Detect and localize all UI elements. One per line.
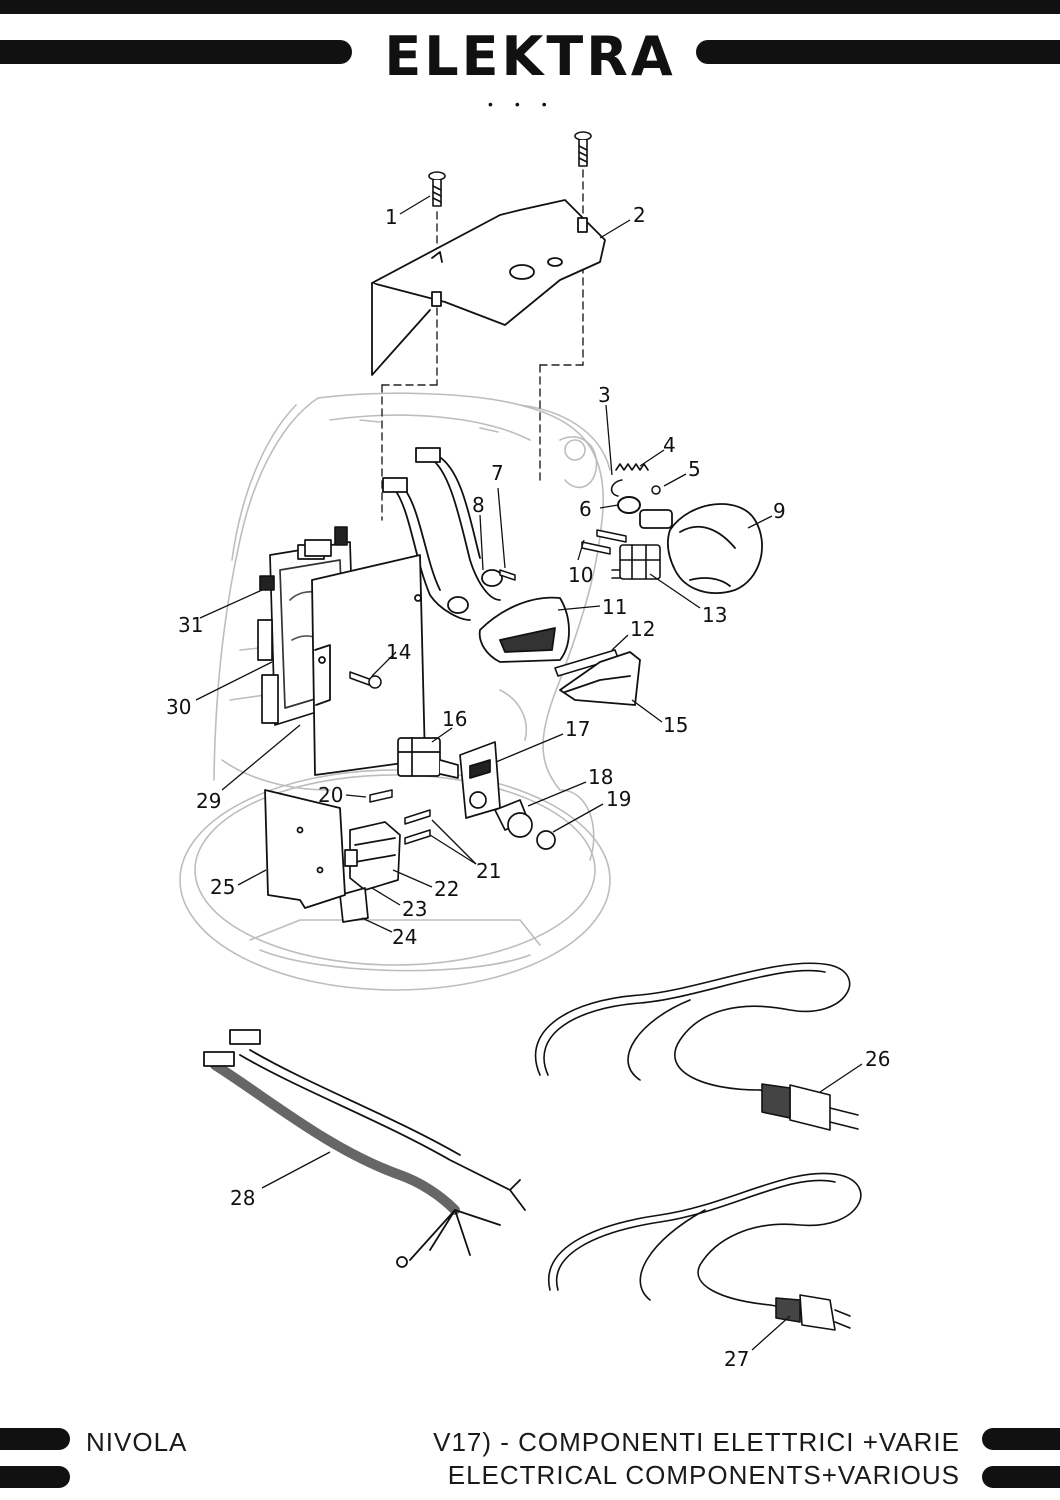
part-17-plate <box>459 741 501 819</box>
footer-left-bar-1 <box>0 1428 70 1450</box>
callout-4: 4 <box>663 433 676 457</box>
callout-26: 26 <box>865 1047 890 1071</box>
part-14-screw <box>349 671 382 689</box>
model-name: NIVOLA <box>86 1427 188 1457</box>
callout-31: 31 <box>178 613 203 637</box>
part-26-power-cord-us <box>534 962 859 1131</box>
callout-27: 27 <box>724 1347 749 1371</box>
callout-7: 7 <box>491 461 504 485</box>
callout-21: 21 <box>476 859 501 883</box>
header-top-bar <box>0 0 1060 14</box>
callout-13: 13 <box>702 603 727 627</box>
part-21-screws <box>404 809 431 845</box>
part-2-top-cover <box>371 199 606 376</box>
callout-18: 18 <box>588 765 613 789</box>
part-3-clip <box>610 479 623 497</box>
part-15-cap <box>559 651 641 706</box>
callout-25: 25 <box>210 875 235 899</box>
part-13-switch <box>611 544 661 580</box>
leader-lines <box>195 195 863 1351</box>
part-8-wiring <box>382 447 503 621</box>
part-18-lamp <box>494 799 533 838</box>
part-4-spring <box>615 463 649 471</box>
part-7-screw <box>499 569 516 581</box>
part-31-connector <box>259 526 348 591</box>
callout-10: 10 <box>568 563 593 587</box>
footer-right-bar-2 <box>982 1466 1060 1488</box>
part-16-switch <box>397 737 459 779</box>
footer-right-bar-1 <box>982 1428 1060 1450</box>
callout-1: 1 <box>385 205 398 229</box>
part-1-screw <box>428 171 446 207</box>
header-left-bar <box>0 40 352 64</box>
callout-22: 22 <box>434 877 459 901</box>
part-19-bulb <box>536 830 556 850</box>
callout-9: 9 <box>773 499 786 523</box>
part-25-plate <box>264 789 346 909</box>
footer-left-bar-2 <box>0 1466 70 1488</box>
callout-3: 3 <box>598 383 611 407</box>
callout-23: 23 <box>402 897 427 921</box>
callout-5: 5 <box>688 457 701 481</box>
callout-15: 15 <box>663 713 688 737</box>
callout-24: 24 <box>392 925 417 949</box>
callout-11: 11 <box>602 595 627 619</box>
brand-name: ELEKTRA <box>384 25 676 88</box>
callout-19: 19 <box>606 787 631 811</box>
part-20-screw <box>369 789 393 803</box>
callout-16: 16 <box>442 707 467 731</box>
callout-2: 2 <box>633 203 646 227</box>
callout-20: 20 <box>318 783 343 807</box>
part-28-wire-harness <box>203 1029 526 1268</box>
callout-14: 14 <box>386 640 411 664</box>
section-title-italian: V17) - COMPONENTI ELETTRICI +VARIE <box>433 1427 960 1457</box>
callout-8: 8 <box>472 493 485 517</box>
part-6-washer <box>617 496 641 514</box>
logo-dots: ••• <box>488 96 569 112</box>
part-24-base <box>339 887 369 923</box>
part-9-knob <box>639 503 763 594</box>
part-5-ball <box>651 485 661 495</box>
callout-17: 17 <box>565 717 590 741</box>
header-right-bar <box>696 40 1060 64</box>
callout-30: 30 <box>166 695 191 719</box>
brand-logo: ELEKTRA ••• <box>370 22 690 112</box>
machine-body-outline <box>179 392 611 991</box>
callout-12: 12 <box>630 617 655 641</box>
part-1-screw-b <box>574 131 592 167</box>
part-22-terminal-block <box>344 821 401 891</box>
callout-29: 29 <box>196 789 221 813</box>
callout-28: 28 <box>230 1186 255 1210</box>
section-title-english: ELECTRICAL COMPONENTS+VARIOUS <box>447 1460 960 1490</box>
part-11-lamp-housing <box>478 596 570 663</box>
callout-6: 6 <box>579 497 592 521</box>
part-27-power-cord-eu <box>547 1172 862 1331</box>
callout-labels: 1 2 3 4 5 6 7 8 9 10 11 12 13 14 15 16 1… <box>166 203 890 1371</box>
